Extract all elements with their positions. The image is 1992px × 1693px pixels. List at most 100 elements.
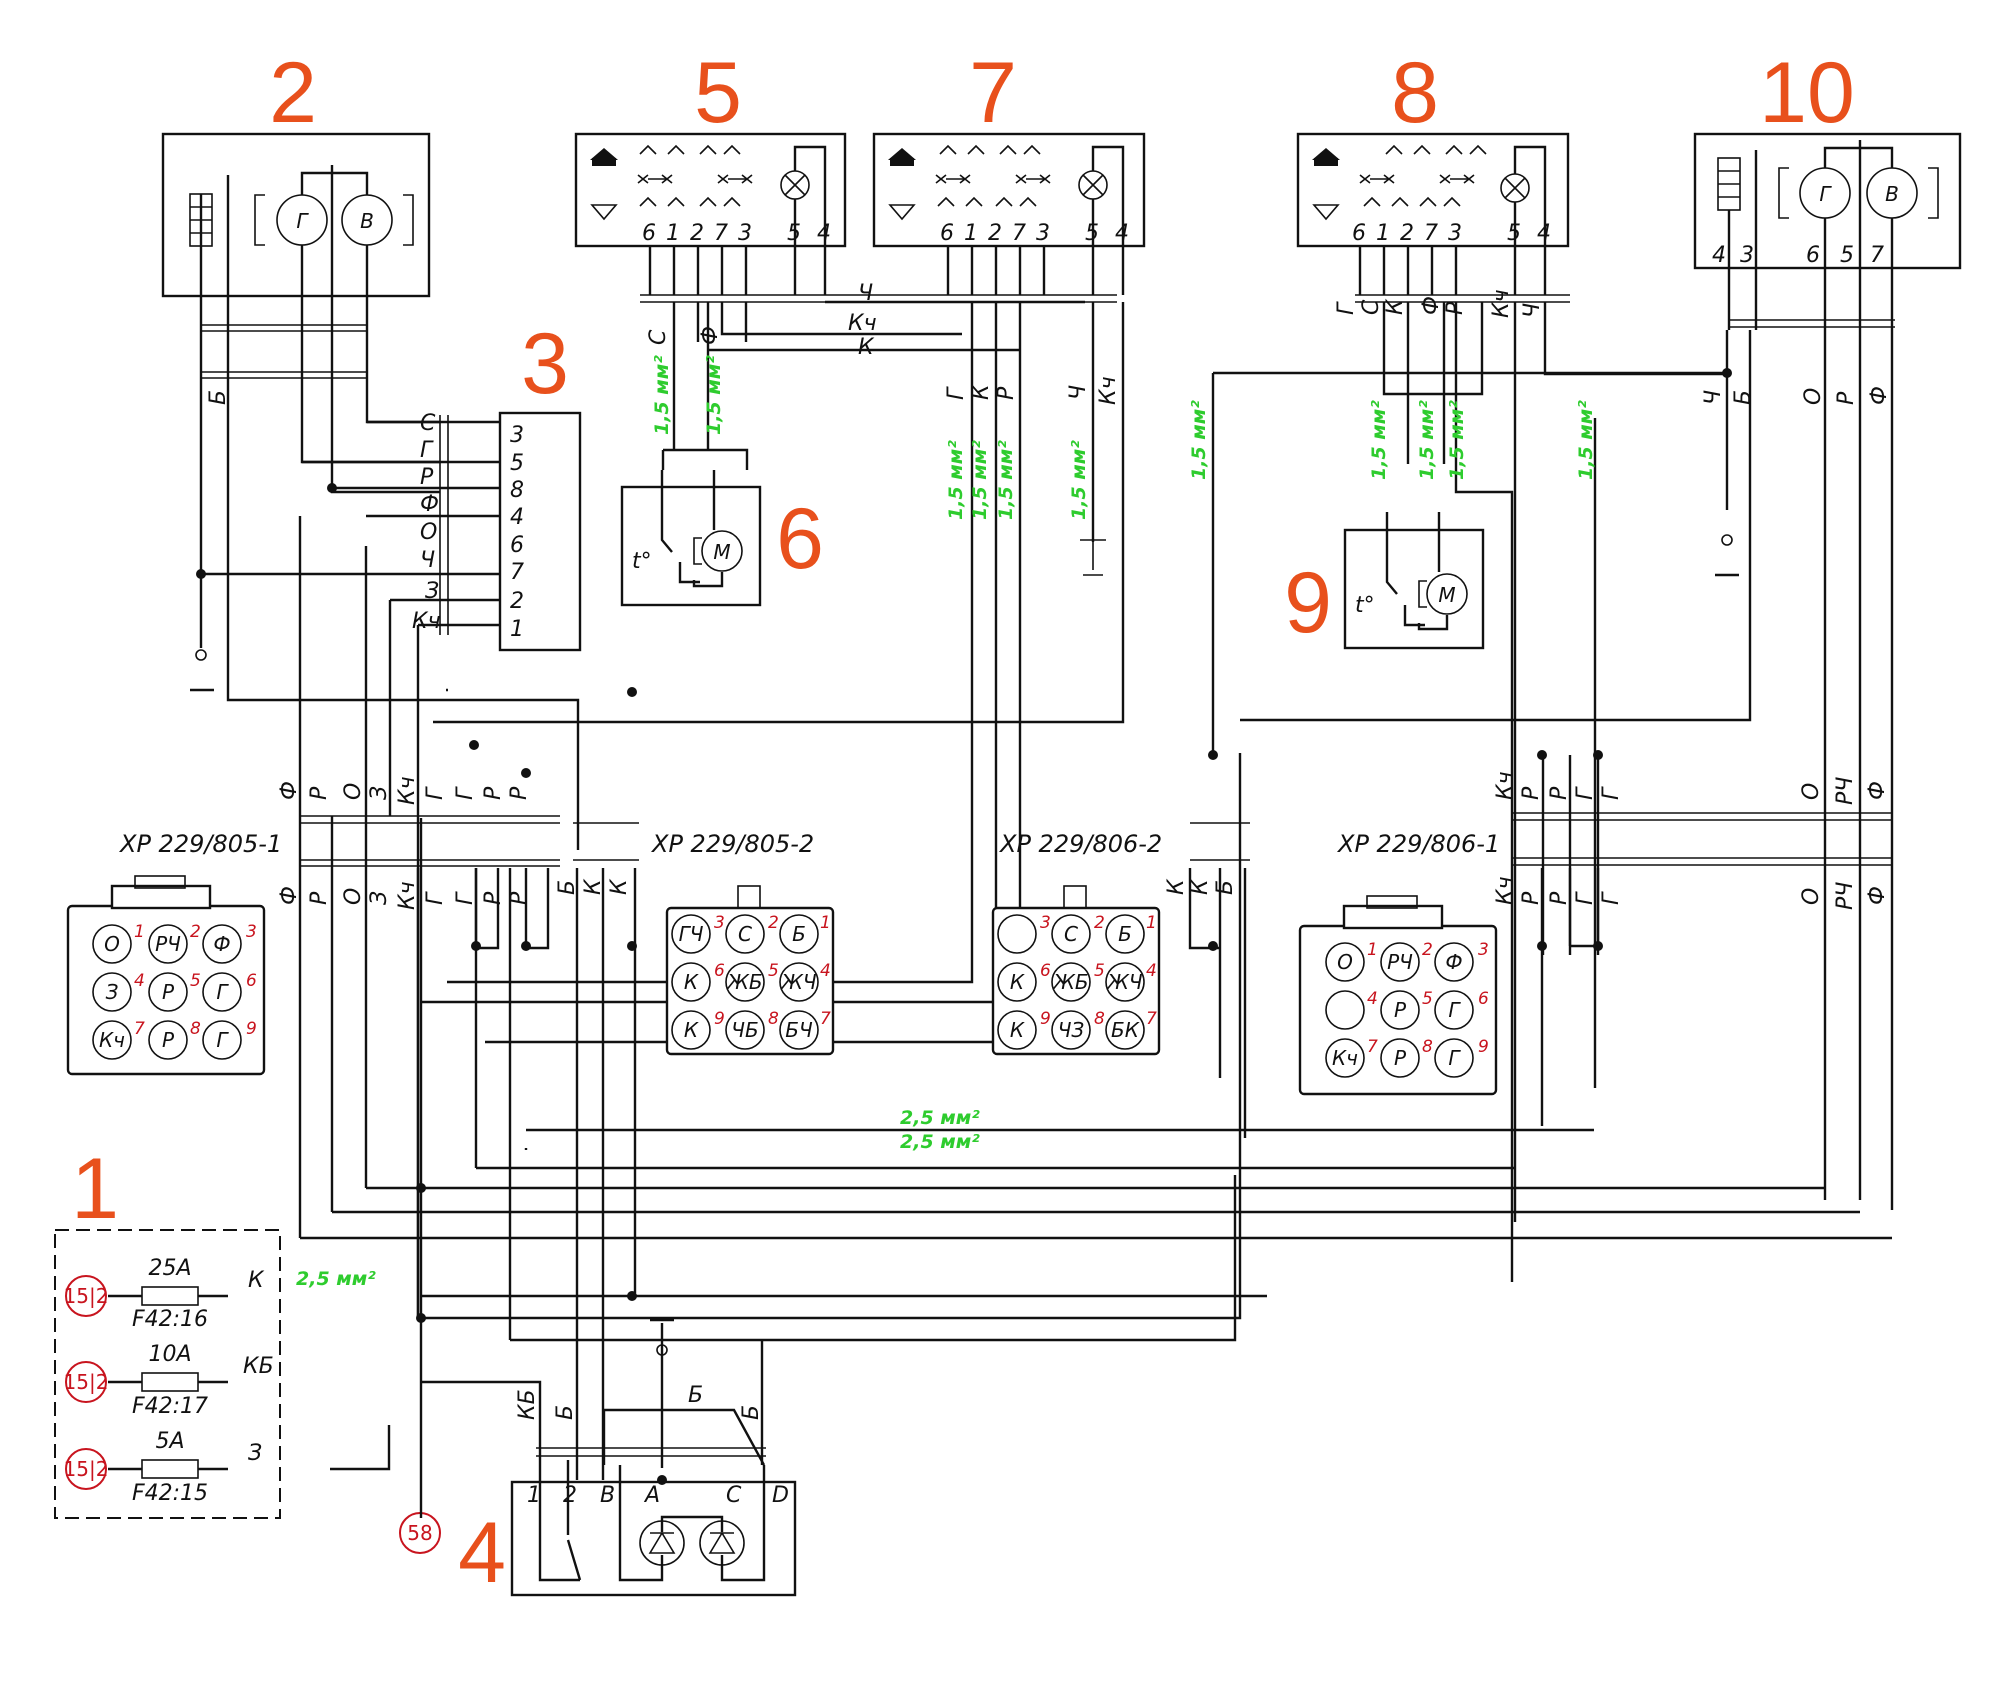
xp-wire: РЧ — [1833, 777, 1858, 805]
pin-cell: Р — [162, 1028, 175, 1052]
wire-label: К — [969, 383, 994, 400]
pin-cell: РЧ — [1387, 950, 1413, 974]
wire-label: Ч — [1701, 390, 1726, 405]
pin-num: 5 — [190, 971, 201, 991]
pin-cell: К — [1010, 1018, 1025, 1042]
xsec-label: 1,5 мм² — [1068, 440, 1090, 520]
pin-num: 3 — [246, 922, 257, 942]
pin-cell: К — [684, 1018, 699, 1042]
panel-8-pin-labels: 6 1 2 7 3 5 4 — [1352, 221, 1551, 246]
xp-wire: О — [341, 783, 366, 800]
wire-label: Ф — [698, 326, 723, 345]
xsec-label: 2,5 мм² — [900, 1131, 980, 1153]
xp-wire: Кч — [395, 776, 420, 805]
panel7-pin: 1 — [964, 221, 978, 246]
panel5-pin: 4 — [817, 221, 831, 246]
panel8-pin: 6 — [1352, 221, 1366, 246]
pin-num: 3 — [1040, 913, 1051, 933]
pin-num: 5 — [1422, 989, 1433, 1009]
component-6-actuator: М t° — [620, 470, 762, 607]
pin-cell: О — [1337, 950, 1353, 974]
component-number-1: 1 — [71, 1141, 119, 1237]
comp3-pin: 3 — [510, 423, 524, 448]
pin-cell: Ф — [213, 932, 230, 956]
pin-cell: Кч — [99, 1028, 125, 1052]
xp-wire: Р — [507, 786, 532, 800]
pin-num: 8 — [768, 1009, 779, 1029]
xsec-label: 1,5 мм² — [1368, 400, 1390, 480]
actuator-9-t: t° — [1355, 593, 1375, 618]
pin-num: 3 — [1478, 940, 1489, 960]
pin-num: 1 — [820, 913, 831, 933]
xp-wire: Г — [423, 891, 448, 905]
pin-cell: К — [1010, 970, 1025, 994]
fuse-wire: З — [248, 1441, 262, 1466]
comp3-wire: Р — [420, 465, 434, 490]
pin-cell: БК — [1111, 1018, 1140, 1042]
pin-cell: К — [684, 970, 699, 994]
pin-num: 3 — [714, 913, 725, 933]
panel8-pin: 2 — [1400, 221, 1414, 246]
terminal-58: 58 — [407, 1521, 432, 1545]
xsec-label: 2,5 мм² — [900, 1107, 980, 1129]
pin-num: 8 — [1094, 1009, 1105, 1029]
comp3-wire: Ф — [420, 492, 439, 517]
component-10-fan-motor: Г В 4 3 6 5 7 — [1693, 132, 1962, 330]
xsec-label: 2,5 мм² — [296, 1268, 376, 1290]
xsec-label: 1,5 мм² — [651, 355, 673, 435]
pin-cell: Г — [1448, 998, 1461, 1022]
pin-cell: Р — [162, 980, 175, 1004]
pin-cell: ЖЧ — [1105, 970, 1143, 994]
pin-num: 1 — [1367, 940, 1378, 960]
xsec-label: 1,5 мм² — [945, 440, 967, 520]
pin-num: 2 — [1422, 940, 1433, 960]
xsec-label: 1,5 мм² — [1575, 400, 1597, 480]
comp3-pin: 2 — [510, 589, 524, 614]
pin-num: 2 — [190, 922, 201, 942]
pin-num: 9 — [246, 1019, 257, 1039]
switch-wire: КБ — [515, 1389, 540, 1420]
component-number-4: 4 — [458, 1505, 506, 1601]
switch-pin: D — [772, 1483, 789, 1508]
xp805-1-wire-labels: Ф Р О З Кч Г Г Р Р Ф Р О З Кч Г Г Р Р Б … — [277, 771, 1890, 910]
comp10-pin-7: 7 — [1870, 243, 1884, 268]
pin-cell: Г — [216, 980, 229, 1004]
pin-num: 9 — [1478, 1037, 1489, 1057]
pin-num: 7 — [1367, 1037, 1378, 1057]
xp-wire: Б — [1213, 880, 1238, 895]
wire-label: Р — [1834, 391, 1859, 405]
pin-num: 7 — [820, 1009, 831, 1029]
xp-wire: Ф — [1865, 886, 1890, 905]
pin-cell: ЖЧ — [779, 970, 817, 994]
comp10-pin-5: 5 — [1840, 243, 1854, 268]
panel5-pin: 5 — [787, 221, 801, 246]
junction-dots — [196, 368, 1732, 1485]
component-9-actuator: М t° — [1343, 512, 1485, 650]
component-numbers: 2 3 5 7 6 8 10 9 1 4 — [71, 45, 1855, 1601]
panel7-pin: 2 — [988, 221, 1002, 246]
connector-face-805-2: ГЧ С Б К ЖБ ЖЧ К ЧБ БЧ 3 2 1 6 5 4 9 8 7 — [665, 885, 835, 1056]
pin-num: 5 — [1094, 961, 1105, 981]
panel5-pin: 2 — [690, 221, 704, 246]
comp3-wire: Г — [420, 438, 434, 463]
xsec-label: 1,5 мм² — [969, 440, 991, 520]
terminal-15-2: 15|2 — [64, 1284, 109, 1308]
panel8-pin: 4 — [1537, 221, 1551, 246]
pin-num: 5 — [768, 961, 779, 981]
component-1-fuse-box — [54, 1229, 281, 1519]
xp-805-1-label: ХР 229/805-1 — [118, 830, 282, 858]
comp3-pin: 1 — [510, 617, 524, 642]
pin-cell: ЧБ — [731, 1018, 758, 1042]
panel7-pin: 6 — [940, 221, 954, 246]
panel7-pin: 5 — [1085, 221, 1099, 246]
terminal-15-2: 15|2 — [64, 1370, 109, 1394]
switch-wire: Б — [688, 1383, 703, 1408]
pin-num: 6 — [714, 961, 725, 981]
wire-label: С — [1359, 299, 1384, 315]
wire-label: Ч — [858, 281, 873, 306]
pin-num: 6 — [1040, 961, 1051, 981]
switch-pin: В — [600, 1483, 615, 1508]
wire-label: Ч — [1066, 385, 1091, 400]
